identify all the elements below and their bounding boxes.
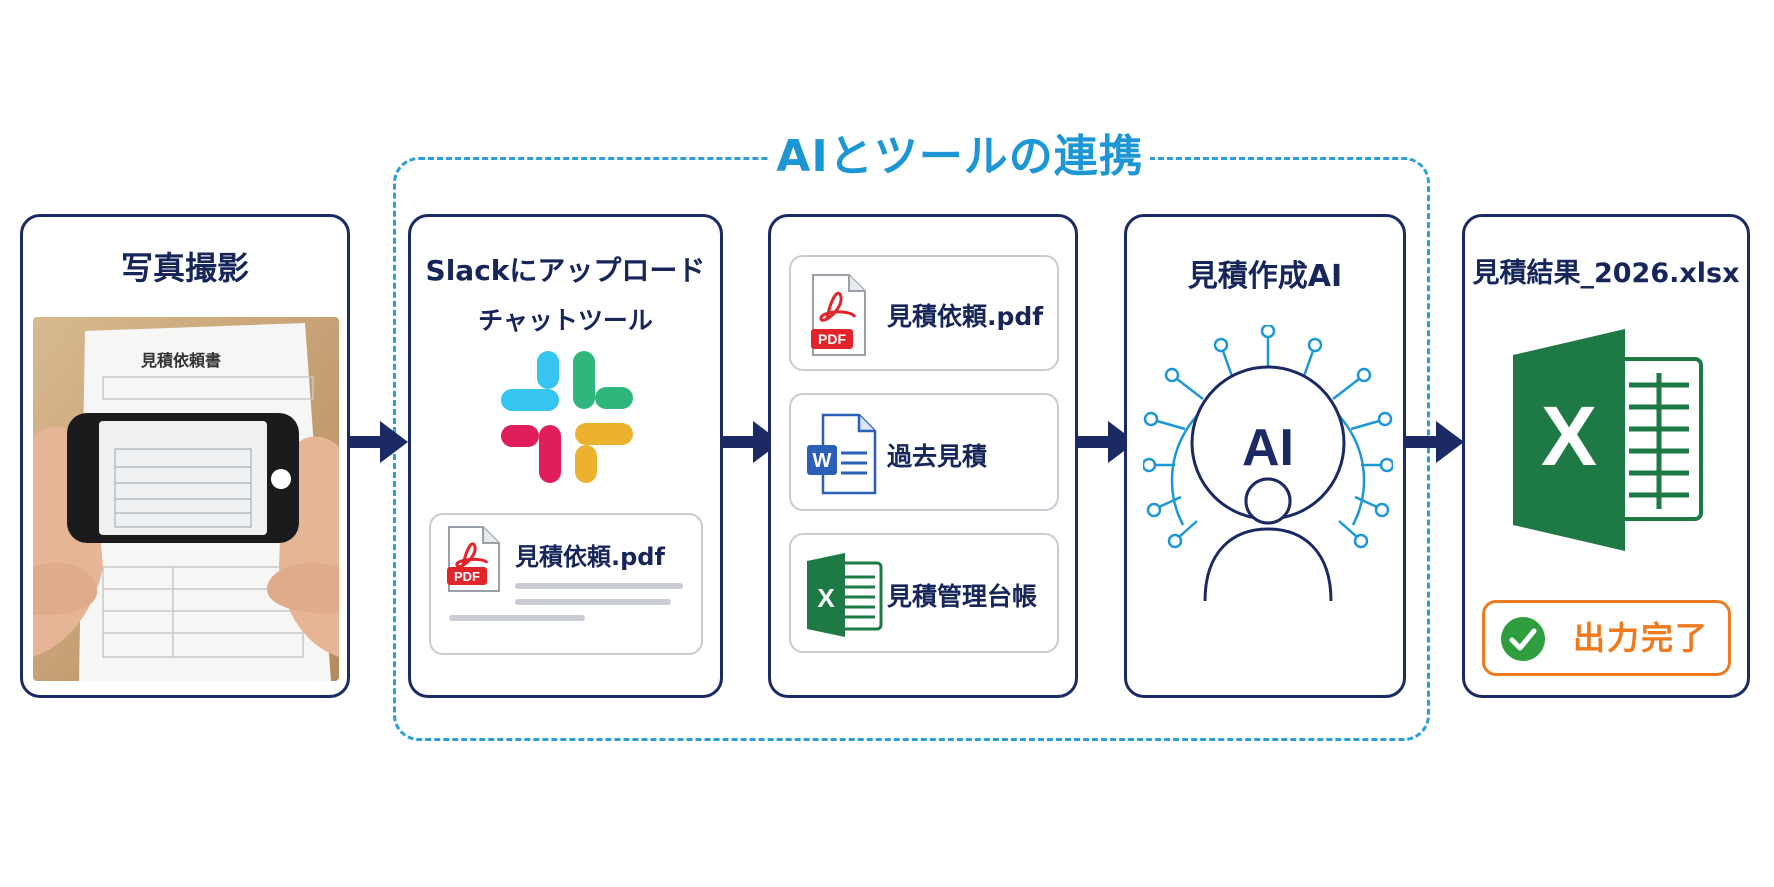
ai-label: AI [1242, 419, 1294, 477]
ai-brain-icon: AI [1143, 325, 1393, 601]
slack-file-attachment[interactable]: PDF 見積依頼.pdf [429, 513, 703, 655]
ai-card-title: 見積作成AI [1187, 259, 1343, 294]
photo-illustration: 見積依頼書 [33, 317, 339, 681]
group-title: AIとツールの連携 [770, 124, 1150, 190]
photo-card: 写真撮影 [20, 214, 350, 698]
files-card: PDF 見積依頼.pdf W 過去見積 X 見積管理台帳 [768, 214, 1078, 698]
photo-card-title: 写真撮影 [120, 249, 249, 287]
text-line [515, 583, 683, 589]
output-card: 見積結果_2026.xlsx X 出力完了 [1462, 214, 1750, 698]
pdf-badge: PDF [818, 331, 846, 347]
excel-letter: X [1541, 389, 1597, 483]
arrow-right-icon [1406, 421, 1464, 463]
arrow-right-icon [1078, 421, 1136, 463]
file-item-label: 見積管理台帳 [887, 582, 1038, 611]
slack-card: Slackにアップロード チャットツール PDF 見積依頼.pdf [408, 214, 723, 698]
photo-doc-title: 見積依頼書 [141, 351, 222, 370]
pdf-icon: PDF [811, 274, 866, 356]
output-file-name: 見積結果_2026.xlsx [1472, 258, 1740, 289]
slack-card-subtitle: チャットツール [478, 306, 653, 335]
text-line [515, 599, 671, 605]
file-item-word[interactable]: W 過去見積 [789, 393, 1059, 511]
complete-status-label: 出力完了 [1573, 619, 1710, 657]
excel-large-icon: X [1513, 329, 1703, 551]
slack-logo-icon [501, 351, 633, 483]
word-icon: W [807, 413, 877, 495]
file-item-excel[interactable]: X 見積管理台帳 [789, 533, 1059, 653]
arrow-right-icon [350, 421, 408, 463]
text-line [449, 615, 585, 621]
file-item-pdf[interactable]: PDF 見積依頼.pdf [789, 255, 1059, 371]
arrow-right-icon [723, 421, 781, 463]
excel-icon: X [807, 553, 883, 637]
pdf-icon: PDF [447, 526, 500, 592]
check-circle-icon [1501, 617, 1545, 661]
pdf-badge: PDF [454, 569, 480, 584]
file-item-label: 過去見積 [887, 442, 988, 471]
excel-badge: X [817, 583, 835, 613]
slack-file-name: 見積依頼.pdf [515, 543, 665, 571]
file-item-label: 見積依頼.pdf [887, 302, 1044, 331]
word-badge: W [813, 450, 832, 472]
ai-card: 見積作成AI AI [1124, 214, 1406, 698]
slack-card-title: Slackにアップロード [425, 254, 706, 287]
complete-status-badge: 出力完了 [1482, 600, 1731, 676]
